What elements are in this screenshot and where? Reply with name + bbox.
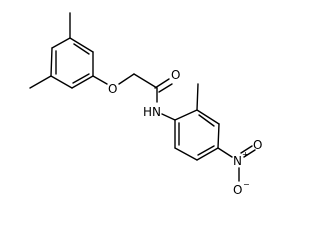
oxygen-methylene-bond: [118, 73, 135, 85]
ring-nitro-bond: [217, 147, 233, 158]
nitrogen-aryl-bond: [161, 113, 176, 121]
aryl-oxygen-bond: [92, 75, 108, 85]
structure-diagram: O O HN N + O O −: [29, 12, 262, 197]
nitro-oxygen-bottom-charge: −: [243, 180, 250, 189]
carbonyl-oxygen-label: O: [171, 68, 180, 82]
nitro-oxygen-top-bond-a: [240, 145, 253, 154]
nitro-oxygen-top-bond-b: [243, 149, 256, 158]
methyl-nitrophenyl-ring: [174, 109, 220, 161]
methyl-bond-left: [29, 75, 52, 89]
carbonyl-double-bond-b: [158, 83, 173, 93]
nitro-nitrogen-charge: +: [242, 150, 249, 159]
carbonyl-double-bond-a: [154, 78, 170, 89]
ring-methyl-bond: [196, 83, 199, 111]
nitro-oxygen-top-label: O: [253, 138, 262, 152]
nitro-oxygen-bottom-label: O: [233, 183, 242, 197]
ether-oxygen-label: O: [108, 82, 117, 96]
methylene-carbonyl-bond: [133, 73, 158, 89]
dimethylphenyl-ring: [50, 37, 94, 89]
nitro-nitrogen-label: N: [233, 154, 242, 168]
amide-nitrogen-label: HN: [143, 105, 161, 119]
